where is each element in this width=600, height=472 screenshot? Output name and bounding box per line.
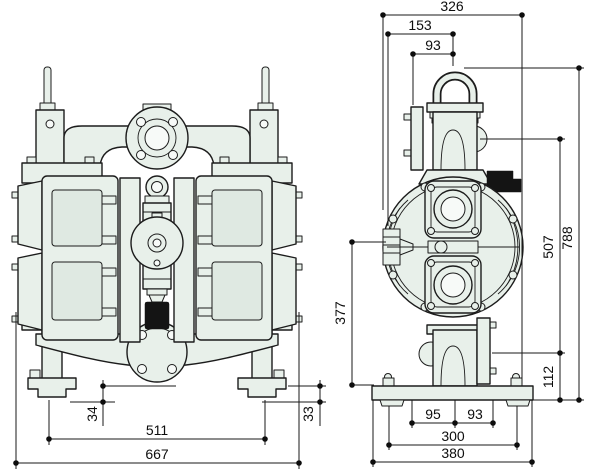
dim-right-foot-label: 33 <box>300 406 316 422</box>
dim-left-foot-height: 34 <box>70 380 176 426</box>
left-diaphragm-chamber <box>11 156 141 343</box>
dim-foot-spacing-front: 511 <box>46 400 268 445</box>
muffler-icon <box>144 301 170 330</box>
dim-overall-depth-label: 326 <box>440 0 464 14</box>
dim-rear-to-port-label: 153 <box>408 17 432 33</box>
dim-foot-hole-spacing: 300 <box>386 406 520 450</box>
dim-overall-width-label: 667 <box>145 446 169 462</box>
dim-base-width: 380 <box>370 400 535 467</box>
chamber-housing <box>382 176 524 318</box>
dim-chamber-axis-height: 377 <box>332 239 386 388</box>
inlet-flange <box>476 317 491 385</box>
base-plate <box>371 373 534 407</box>
center-air-valve-assembly <box>130 175 184 330</box>
dim-inlet-axis-height: 112 <box>540 366 563 403</box>
dim-flange-to-port-axis: 93 <box>410 37 456 105</box>
pump-side-view <box>371 71 534 407</box>
right-diaphragm-chamber <box>173 156 303 343</box>
discharge-flange <box>410 106 424 171</box>
dim-overall-depth: 326 <box>380 0 525 384</box>
discharge-manifold <box>63 103 251 170</box>
dim-base-slot-front-label: 93 <box>467 406 483 422</box>
dim-overall-width: 667 <box>13 312 302 469</box>
inlet-port <box>418 317 497 387</box>
pump-front-view <box>11 66 303 398</box>
dim-chamber-height-label: 377 <box>332 301 348 325</box>
dim-inlet-height-label: 112 <box>540 366 556 389</box>
tie-rods <box>39 66 274 111</box>
dim-port-axis-span: 507 <box>480 136 565 400</box>
dim-foot-spacing-front-label: 511 <box>146 422 169 438</box>
dim-foot-spacing-label: 300 <box>441 428 465 444</box>
suction-manifold <box>35 321 279 383</box>
dim-right-foot-height: 33 <box>262 380 326 426</box>
dim-overall-height: 788 <box>464 65 584 403</box>
dim-port-span-label: 507 <box>540 235 556 259</box>
dim-base-slot-rear-label: 95 <box>425 406 441 422</box>
dim-rear-to-port-axis: 153 <box>385 17 456 226</box>
dim-overall-height-label: 788 <box>559 226 575 250</box>
dim-base-width-label: 380 <box>441 445 465 461</box>
dim-base-slots: 95 93 <box>409 400 496 428</box>
dimension-annotations: 326 153 93 788 507 <box>13 0 584 469</box>
dim-flange-to-port-label: 93 <box>425 37 441 53</box>
dim-left-foot-label: 34 <box>84 406 100 422</box>
